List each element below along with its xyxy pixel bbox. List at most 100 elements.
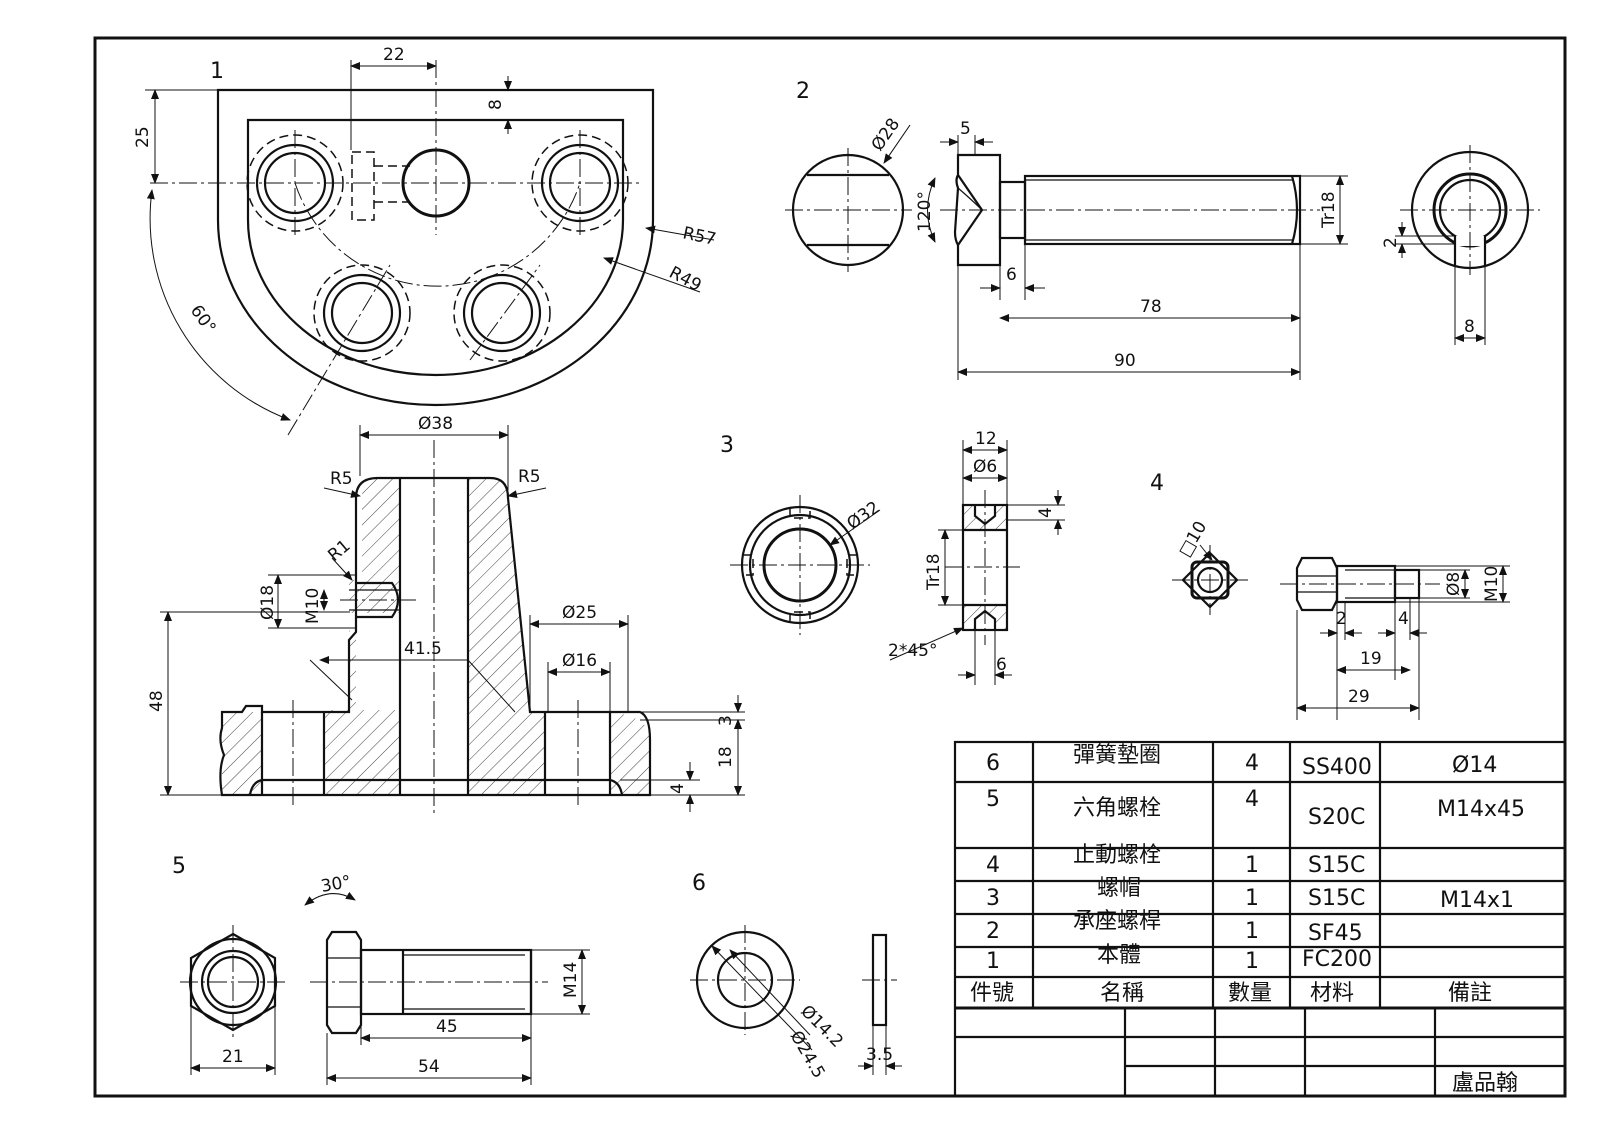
cell-name: 承座螺桿 xyxy=(1073,909,1161,934)
dim-d6: Ø6 xyxy=(973,457,997,477)
drawer-name: 盧品翰 xyxy=(1452,1071,1518,1096)
cell-no: 4 xyxy=(986,853,1000,878)
table-row: 5 六角螺栓 4 S20C M14x45 xyxy=(986,787,1525,830)
header-remarks: 備註 xyxy=(1448,981,1492,1006)
dim-8-part2: 8 xyxy=(1464,317,1475,337)
dim-4: 4 xyxy=(668,783,688,794)
dim-30deg: 30° xyxy=(319,872,352,897)
part3-nut: 3 Ø32 12 Ø6 4 Tr18 2* xyxy=(720,429,1065,685)
dim-d25: Ø25 xyxy=(562,603,597,623)
part1-section-view: Ø38 R5 R5 R1 Ø18 M10 41.5 Ø25 Ø16 48 xyxy=(147,414,745,815)
dim-d38: Ø38 xyxy=(418,414,453,434)
cell-qty: 1 xyxy=(1245,949,1259,974)
cell-material: FC200 xyxy=(1302,947,1372,972)
cell-material: SF45 xyxy=(1308,921,1363,946)
parts-table: 6 彈簧墊圈 4 SS400 Ø14 5 六角螺栓 4 S20C M14x45 … xyxy=(953,740,1567,1098)
part-number-3: 3 xyxy=(720,433,734,458)
dim-22: 22 xyxy=(383,45,405,65)
part4-stop-bolt: 4 □10 Ø8 M10 2 4 19 29 xyxy=(1150,471,1510,720)
cell-name: 六角螺栓 xyxy=(1073,796,1161,821)
cell-no: 5 xyxy=(986,787,1000,812)
cell-name: 止動螺栓 xyxy=(1073,843,1161,868)
dim-3-5: 3.5 xyxy=(866,1045,893,1065)
cell-material: S20C xyxy=(1308,805,1365,830)
header-name: 名稱 xyxy=(1100,981,1144,1006)
dim-d8: Ø8 xyxy=(1444,572,1464,596)
table-row: 4 止動螺栓 1 S15C xyxy=(986,843,1365,878)
dim-Tr18: Tr18 xyxy=(1319,191,1339,229)
dim-6: 6 xyxy=(1006,265,1017,285)
header-material: 材料 xyxy=(1310,981,1354,1006)
dim-6-part3: 6 xyxy=(996,655,1007,675)
cell-qty: 4 xyxy=(1245,787,1259,812)
dim-R5-left: R5 xyxy=(330,469,353,489)
cell-name: 螺帽 xyxy=(1097,876,1141,901)
dim-R1: R1 xyxy=(324,536,354,566)
dim-4-part4: 4 xyxy=(1398,609,1409,629)
cell-qty: 1 xyxy=(1245,886,1259,911)
dim-120deg: 120° xyxy=(915,191,935,232)
dim-60deg: 60° xyxy=(186,301,220,337)
dim-R5-right: R5 xyxy=(518,467,541,487)
dim-21: 21 xyxy=(222,1047,244,1067)
cell-qty: 1 xyxy=(1245,919,1259,944)
dim-45: 45 xyxy=(436,1017,458,1037)
dim-29: 29 xyxy=(1348,687,1370,707)
dim-d32: Ø32 xyxy=(843,498,883,534)
table-header: 件號 名稱 數量 材料 備註 xyxy=(970,981,1492,1006)
dim-12: 12 xyxy=(975,429,997,449)
dim-R57: R57 xyxy=(681,223,718,250)
table-row: 1 本體 1 FC200 xyxy=(986,943,1372,974)
dim-2x45: 2*45° xyxy=(888,641,937,661)
cell-no: 1 xyxy=(986,949,1000,974)
cell-name: 彈簧墊圈 xyxy=(1073,743,1161,768)
dim-19: 19 xyxy=(1360,649,1382,669)
header-part-no: 件號 xyxy=(970,981,1014,1006)
table-row: 2 承座螺桿 1 SF45 xyxy=(986,909,1363,946)
cell-remark: M14x45 xyxy=(1437,797,1525,822)
part-number-2: 2 xyxy=(796,79,810,104)
cell-no: 6 xyxy=(986,751,1000,776)
dim-2-part4: 2 xyxy=(1336,609,1347,629)
dim-4-part3: 4 xyxy=(1036,507,1056,518)
cell-no: 2 xyxy=(986,919,1000,944)
dim-25: 25 xyxy=(133,126,153,148)
cell-qty: 1 xyxy=(1245,853,1259,878)
dim-90: 90 xyxy=(1114,351,1136,371)
dim-54: 54 xyxy=(418,1057,440,1077)
table-row: 3 螺帽 1 S15C M14x1 xyxy=(986,876,1514,913)
cell-material: S15C xyxy=(1308,886,1365,911)
cell-remark: M14x1 xyxy=(1440,888,1514,913)
dim-M10: M10 xyxy=(303,588,323,624)
part-number-6: 6 xyxy=(692,871,706,896)
cell-qty: 4 xyxy=(1245,751,1259,776)
cell-remark: Ø14 xyxy=(1452,753,1497,778)
dim-d28: Ø28 xyxy=(868,115,904,155)
part6-spring-washer: 6 Ø14.2 Ø24.5 3.5 xyxy=(690,871,902,1082)
dim-2: 2 xyxy=(1381,237,1401,248)
dim-square10: □10 xyxy=(1175,518,1211,561)
part2-screw: 2 Ø28 5 120° Tr18 6 78 xyxy=(785,79,1540,380)
part-number-4: 4 xyxy=(1150,471,1164,496)
part-number-5: 5 xyxy=(172,854,186,879)
dim-8: 8 xyxy=(486,99,506,110)
dim-d18: Ø18 xyxy=(258,585,278,620)
dim-M14: M14 xyxy=(561,962,581,998)
part-number-1: 1 xyxy=(210,59,224,84)
dim-5: 5 xyxy=(960,119,971,139)
dim-18: 18 xyxy=(716,746,736,768)
cell-no: 3 xyxy=(986,886,1000,911)
table-row: 6 彈簧墊圈 4 SS400 Ø14 xyxy=(986,743,1497,780)
dim-d16: Ø16 xyxy=(562,651,597,671)
dim-48: 48 xyxy=(147,690,167,712)
part1-top-view: 1 22 8 25 R57 xyxy=(133,45,718,436)
dim-M10-part4: M10 xyxy=(1482,566,1502,602)
cell-name: 本體 xyxy=(1097,943,1141,968)
dim-3: 3 xyxy=(716,715,736,726)
dim-Tr18-part3: Tr18 xyxy=(924,553,944,591)
sheet-border xyxy=(93,36,1567,1098)
dim-78: 78 xyxy=(1140,297,1162,317)
part5-hex-bolt: 5 21 30° M14 45 54 xyxy=(172,854,590,1085)
